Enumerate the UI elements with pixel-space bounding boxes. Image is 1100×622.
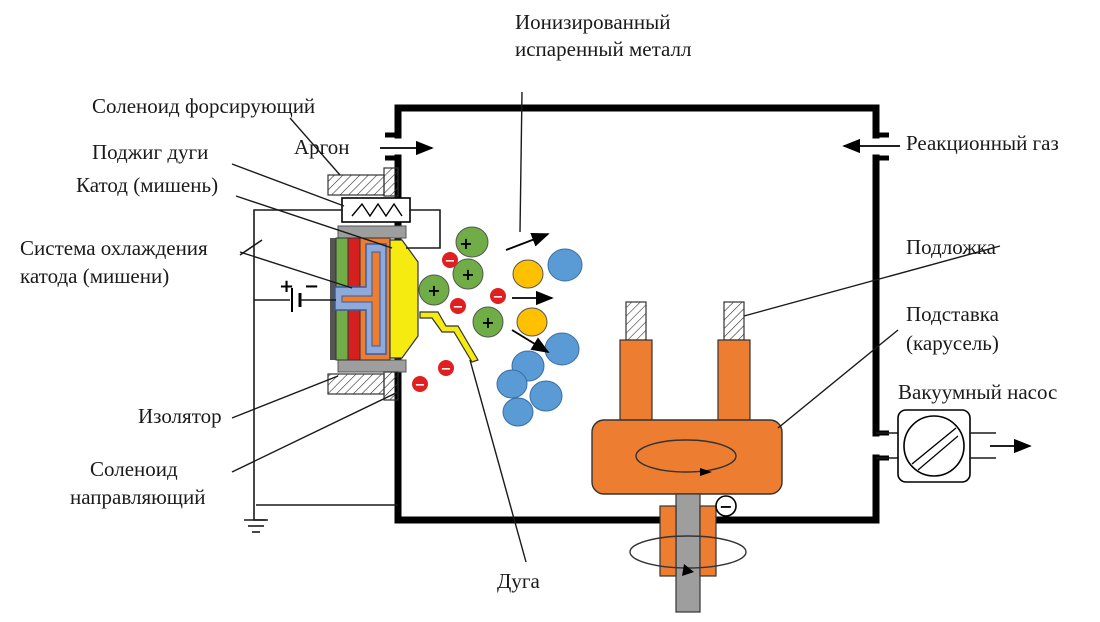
label-solenoid-forcing: Соленоид форсирующий: [92, 94, 315, 118]
label-stand-1: Подставка: [906, 302, 1000, 326]
flow-arrow: [505, 233, 550, 251]
label-ionized-metal-1: Ионизированный: [515, 10, 670, 34]
ion-green: [455, 226, 489, 258]
battery-minus: −: [304, 276, 319, 297]
label-arc-ignition: Поджиг дуги: [92, 140, 208, 164]
label-insulator: Изолятор: [138, 404, 222, 428]
svg-text:+: +: [461, 265, 474, 284]
label-ionized-metal-2: испаренный металл: [515, 37, 692, 61]
insulator-bottom: [337, 359, 407, 373]
ion-blue: [529, 380, 563, 412]
ion-blue: [496, 369, 528, 399]
label-vacuum-pump: Вакуумный насос: [898, 380, 1057, 404]
svg-text:−: −: [445, 254, 456, 269]
electron: [412, 376, 428, 392]
svg-text:+: +: [459, 234, 472, 253]
substrate: [723, 301, 745, 341]
battery-plus: +: [279, 276, 294, 297]
carousel-platform: [591, 419, 783, 495]
label-substrate: Подложка: [906, 235, 997, 259]
electron: [450, 298, 466, 314]
label-solenoid-guiding-1: Соленоид: [90, 457, 178, 481]
ion-yellow: [512, 259, 544, 289]
ion-green: [418, 274, 450, 306]
label-solenoid-guiding-2: направляющий: [70, 485, 205, 509]
label-cooling-system-2: катода (мишени): [20, 264, 169, 288]
label-cathode-target: Катод (мишень): [76, 173, 218, 197]
leader-lines: [231, 91, 1001, 563]
ion-blue: [502, 397, 534, 427]
svg-text:−: −: [441, 362, 452, 377]
ion-blue: [547, 248, 583, 282]
flow-arrow: [511, 329, 550, 353]
power-circuit: [239, 209, 441, 533]
svg-text:−: −: [719, 497, 732, 516]
substrate-carousel: [591, 301, 783, 613]
svg-text:+: +: [427, 281, 440, 300]
cathode-assembly: [327, 167, 419, 401]
electron: [442, 252, 458, 268]
arc-igniter: [341, 197, 411, 223]
arc-discharge: [419, 311, 479, 363]
cathode-target: [389, 239, 419, 359]
vacuum-pump: [876, 409, 1032, 483]
svg-text:−: −: [415, 378, 426, 393]
electron: [438, 360, 454, 376]
carousel-shaft: [675, 493, 701, 613]
substrate: [625, 301, 647, 341]
charge-signs: + + + + − − − − −: [415, 234, 504, 393]
label-reaction-gas: Реакционный газ: [906, 131, 1059, 155]
label-stand-2: (карусель): [906, 331, 999, 355]
substrate-bias-sign: [715, 495, 737, 517]
svg-text:−: −: [453, 300, 464, 315]
electron: [490, 288, 506, 304]
svg-text:+: +: [481, 313, 494, 332]
forcing-solenoid: [327, 174, 385, 196]
label-arc: Дуга: [497, 569, 540, 593]
ion-green: [452, 258, 484, 290]
insulator-top: [337, 225, 407, 239]
ion-blue: [544, 332, 580, 366]
ion-green: [472, 306, 504, 338]
plasma-particles: [412, 226, 583, 427]
label-argon: Аргон: [294, 135, 350, 159]
label-cooling-system-1: Система охлаждения: [20, 236, 208, 260]
ion-yellow: [516, 307, 548, 337]
svg-text:−: −: [493, 290, 504, 305]
